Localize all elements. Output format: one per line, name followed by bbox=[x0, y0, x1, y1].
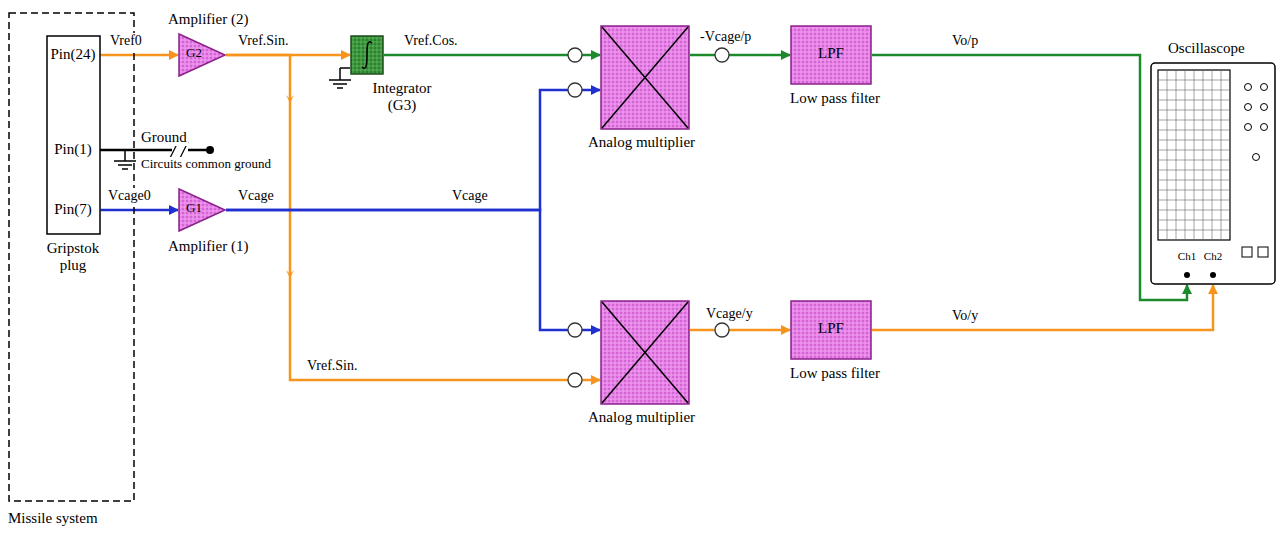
signal-name: Vref0 bbox=[108, 33, 144, 49]
integrator-ground-symbol bbox=[329, 68, 351, 88]
flow-chevron bbox=[286, 95, 294, 278]
signal-wire bbox=[101, 54, 179, 57]
node-text: LPF bbox=[818, 320, 844, 337]
node-text: Pin(7) bbox=[54, 201, 92, 218]
node-caption: Ch1 bbox=[1178, 250, 1196, 263]
node-text: Pin(24) bbox=[51, 46, 96, 63]
signal-name: Vcage bbox=[236, 188, 276, 204]
integrator-box-outline bbox=[350, 35, 384, 75]
node-caption: G2 bbox=[186, 46, 202, 61]
filter-box: LPFLow pass filter bbox=[790, 25, 872, 85]
signal-name: Vcage bbox=[450, 188, 490, 204]
signal-name: Vo/p bbox=[950, 33, 980, 49]
oscilloscope: OscillascopeCh1Ch2 bbox=[1150, 62, 1276, 285]
signal-name: -Vcage/p bbox=[698, 29, 753, 45]
node-caption: Amplifier (1) bbox=[168, 238, 248, 255]
signal-name: Vo/y bbox=[950, 308, 980, 324]
ground-label: Ground bbox=[140, 129, 188, 146]
signal-wire bbox=[226, 55, 600, 380]
amplifier-triangle-outline bbox=[178, 188, 226, 232]
terminal-dot bbox=[206, 146, 214, 154]
amplifier-triangle-outline bbox=[178, 33, 226, 77]
signal-wire bbox=[872, 55, 1187, 300]
signal-wire bbox=[872, 285, 1213, 330]
multiplier-box-outline bbox=[600, 25, 690, 130]
system-boundary: Missile systemPin(24)Pin(1)Pin(7)Gripsto… bbox=[8, 12, 135, 502]
signal-wire bbox=[690, 54, 790, 57]
node-caption: Low pass filter bbox=[790, 90, 880, 107]
signal-name: Vref.Cos. bbox=[402, 33, 460, 49]
node-caption: Integrator (G3) bbox=[362, 80, 442, 115]
filter-box: LPFLow pass filter bbox=[790, 300, 872, 360]
multiplier-box-outline bbox=[600, 300, 690, 405]
node-caption: Analog multiplier bbox=[588, 409, 695, 426]
node-text: LPF bbox=[818, 45, 844, 62]
node-caption: Amplifier (2) bbox=[168, 11, 248, 28]
amplifier-triangle: Amplifier (2)G2 bbox=[178, 33, 226, 77]
node-caption: G1 bbox=[186, 201, 202, 216]
signal-wire bbox=[226, 210, 600, 330]
plug-box: Pin(24)Pin(1)Pin(7)Gripstok plug bbox=[46, 35, 101, 235]
signal-wire bbox=[101, 209, 179, 212]
signal-wire bbox=[690, 329, 790, 332]
signal-name: Vref.Sin. bbox=[305, 358, 359, 374]
amplifier-triangle: G1Amplifier (1) bbox=[178, 188, 226, 232]
integrator-box: Integrator (G3) bbox=[350, 35, 384, 75]
node-caption: Gripstok plug bbox=[40, 240, 106, 275]
signal-name: Vref.Sin. bbox=[236, 33, 290, 49]
node-text: Pin(1) bbox=[54, 141, 92, 158]
multiplier-box: Analog multiplier bbox=[600, 300, 690, 405]
multiplier-box: Analog multiplier bbox=[600, 25, 690, 130]
node-caption: Analog multiplier bbox=[588, 134, 695, 151]
node-caption: Missile system bbox=[8, 510, 98, 527]
node-caption: Oscillascope bbox=[1168, 40, 1245, 57]
node-caption: Ch2 bbox=[1204, 250, 1222, 263]
ground-label: Circuits common ground bbox=[140, 157, 272, 172]
ground-symbol bbox=[114, 150, 136, 169]
signal-name: Vcage0 bbox=[106, 188, 153, 204]
node-caption: Low pass filter bbox=[790, 365, 880, 382]
signal-name: Vcage/y bbox=[704, 306, 755, 322]
